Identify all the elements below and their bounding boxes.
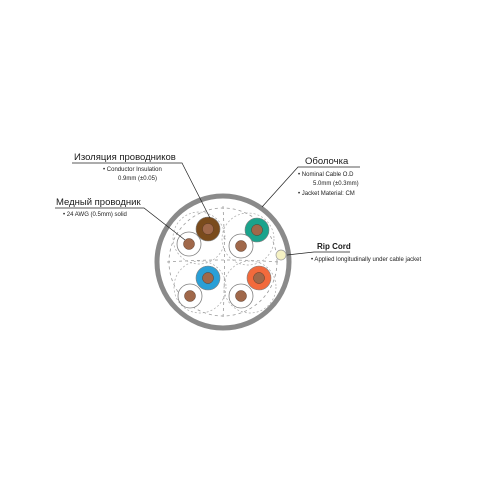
insulation-callout-line-2: 0.9mm (±0.05)	[118, 176, 157, 182]
copper-conductor	[253, 272, 265, 284]
rip-cord-callout-line-1: • Applied longitudinally under cable jac…	[311, 257, 422, 263]
leader-line-rip-cord	[286, 251, 350, 256]
copper-conductor	[251, 224, 263, 236]
insulation-callout-title: Изоляция проводников	[74, 152, 176, 163]
copper-callout-title: Медный проводник	[56, 197, 141, 208]
jacket-callout-line-1: • Nominal Cable O.D	[298, 172, 354, 178]
leader-line-copper	[55, 207, 186, 241]
cross-separator-horizontal	[166, 259, 280, 263]
cable-jacket	[154, 193, 292, 331]
rip-cord-callout-title: Rip Cord	[317, 242, 351, 251]
copper-conductor	[235, 240, 247, 252]
copper-conductor	[202, 272, 214, 284]
pair-dashed-boundary	[221, 212, 275, 266]
copper-conductor	[183, 238, 195, 250]
cross-separator-vertical	[222, 205, 225, 319]
pair-dashed-boundary	[223, 260, 277, 314]
leader-line-insulation	[72, 162, 211, 219]
pair-dashed-boundary	[172, 211, 226, 265]
rip-cord	[275, 249, 287, 261]
copper-callout-line-1: • 24 AWG (0.5mm) solid	[63, 212, 127, 218]
copper-conductor	[235, 290, 247, 302]
copper-conductor	[184, 290, 196, 302]
jacket-callout-line-2: 5.0mm (±0.3mm)	[313, 181, 359, 187]
jacket-callout-line-3: • Jacket Material: CM	[298, 191, 355, 197]
copper-conductor	[202, 223, 214, 235]
leader-line-jacket	[261, 166, 360, 208]
pair-dashed-boundary	[173, 260, 227, 314]
insulation-callout-line-1: • Conductor Insulation	[103, 167, 162, 173]
pair-green	[221, 212, 275, 266]
jacket-callout-title: Оболочка	[305, 156, 349, 167]
pair-blue	[173, 260, 227, 314]
pair-orange	[223, 260, 277, 314]
